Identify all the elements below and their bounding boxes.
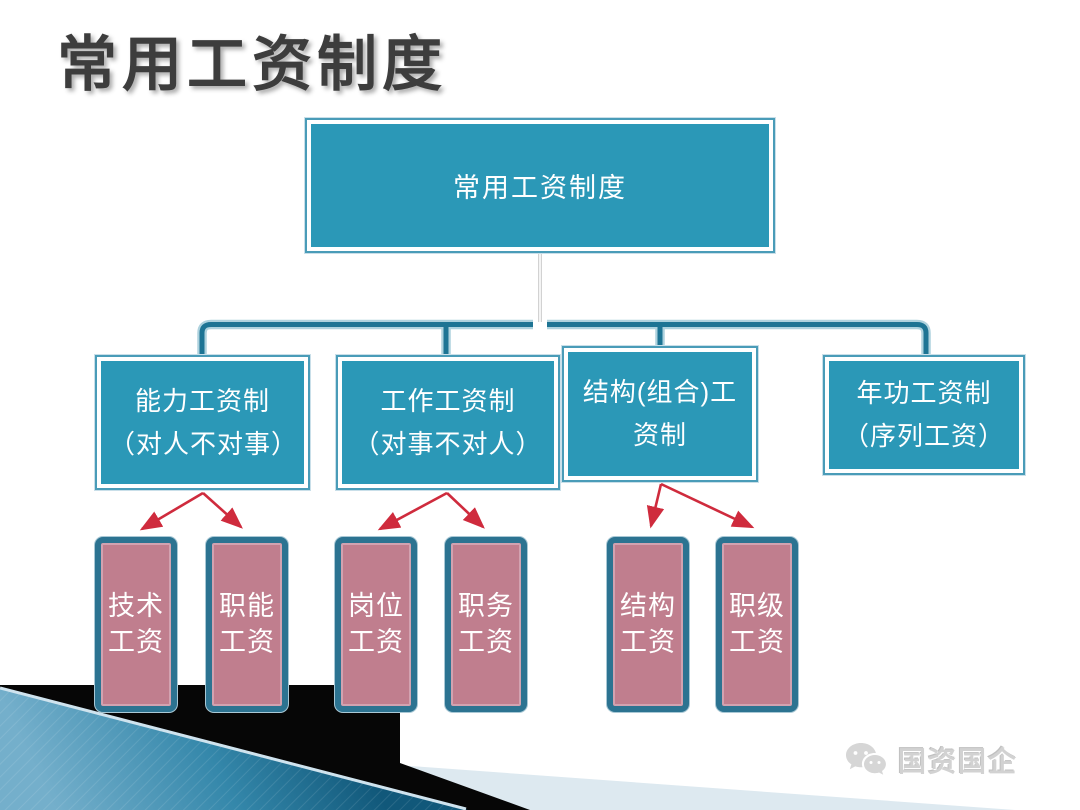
arrow-post-wage xyxy=(377,491,448,531)
wechat-icon xyxy=(845,743,886,775)
leaf-node-structure-wage: 结构工资 xyxy=(607,537,689,712)
arrow-functional-wage xyxy=(202,492,243,529)
leaf-label: 职级工资 xyxy=(729,591,785,657)
leaf-node-duty-wage: 职务工资 xyxy=(445,537,527,712)
branch-label: 结构(组合)工资制 xyxy=(582,377,738,450)
slide-title: 常用工资制度 xyxy=(57,31,447,98)
leaf-label: 职务工资 xyxy=(458,591,514,657)
branch-node-seniority-wage: 年功工资制 （序列工资） xyxy=(823,355,1025,475)
branch-label: 工作工资制 xyxy=(380,385,516,416)
branch-node-ability-wage: 能力工资制 （对人不对事） xyxy=(95,355,310,490)
leaf-node-technical-wage: 技术工资 xyxy=(95,537,177,712)
branch-sublabel: （对人不对事） xyxy=(109,428,299,459)
leaf-node-post-wage: 岗位工资 xyxy=(335,537,417,712)
arrow-structure-wage xyxy=(646,483,665,529)
arrow-rank-wage xyxy=(660,482,755,529)
arrow-duty-wage xyxy=(446,492,485,529)
root-node: 常用工资制度 xyxy=(305,118,775,253)
branch-node-structure-wage: 结构(组合)工资制 xyxy=(562,346,758,482)
branch-sublabel: （对事不对人） xyxy=(353,428,543,459)
leaf-label: 技术工资 xyxy=(108,591,164,657)
branch-label: 年功工资制 xyxy=(856,378,992,409)
leaf-label: 岗位工资 xyxy=(348,591,404,657)
leaf-node-functional-wage: 职能工资 xyxy=(206,537,288,712)
footer-logo-text: 国资国企 xyxy=(897,746,1018,777)
branch-node-work-wage: 工作工资制 （对事不对人） xyxy=(336,355,560,490)
leaf-node-rank-wage: 职级工资 xyxy=(716,537,798,712)
leaf-label: 职能工资 xyxy=(219,591,275,657)
root-node-label: 常用工资制度 xyxy=(453,173,627,203)
arrow-technical-wage xyxy=(139,491,204,531)
leaf-label: 结构工资 xyxy=(620,591,676,657)
branch-label: 能力工资制 xyxy=(134,385,270,416)
leaf-arrows xyxy=(139,482,755,531)
branch-sublabel: （序列工资） xyxy=(842,421,1005,451)
footer-logo: 国资国企 xyxy=(844,740,1018,780)
